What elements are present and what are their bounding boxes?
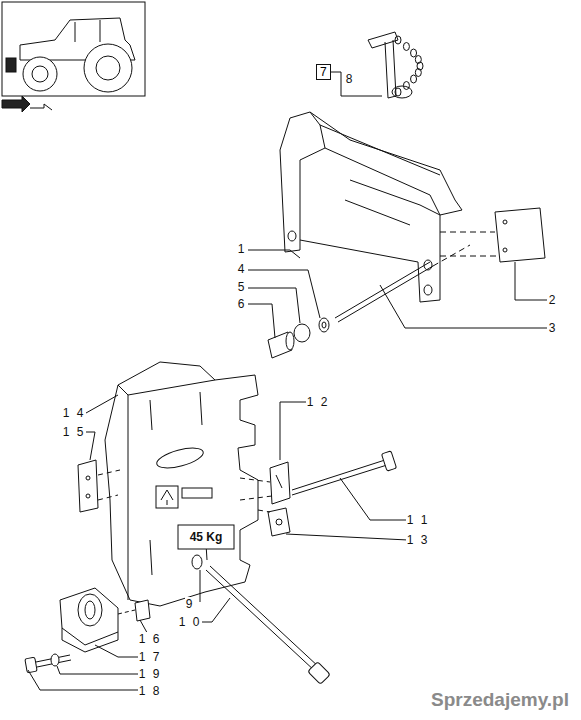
callout-number: 6	[237, 297, 248, 311]
callout-number: 9	[185, 597, 196, 611]
locking-plate	[78, 460, 120, 512]
callout-number: 1 2	[306, 395, 331, 409]
chain-link	[415, 69, 421, 77]
callout-number: 1 6	[138, 632, 163, 646]
side-plate	[440, 208, 545, 262]
callout-number: 7	[320, 65, 327, 79]
chain-link	[403, 43, 409, 51]
lynch-pin	[331, 32, 423, 98]
callout-box: 7	[316, 64, 331, 80]
chain-link	[395, 88, 401, 96]
towing-hook	[25, 588, 150, 673]
tractor-thumbnail	[2, 2, 145, 112]
callout-number: 1 5	[62, 425, 87, 439]
callout-number: 4	[237, 262, 248, 276]
callout-number: 8	[345, 72, 356, 86]
pin-assembly	[268, 245, 470, 358]
callout-number: 3	[548, 321, 559, 335]
callout-number: 1 7	[138, 650, 163, 664]
weight-carrier-bracket	[280, 112, 462, 302]
chain-link	[411, 75, 417, 83]
callout-number: 1	[237, 242, 248, 256]
callout-number: 1 8	[138, 684, 163, 698]
callout-number: 5	[237, 280, 248, 294]
bolt-assembly	[240, 451, 397, 536]
chain-link	[395, 36, 401, 44]
callout-number: 1 1	[406, 513, 431, 527]
watermark: Sprzedajemy.pl	[430, 693, 570, 707]
callout-number: 1 3	[406, 533, 431, 547]
long-bolt	[192, 555, 330, 684]
chain-link	[411, 49, 417, 57]
weight-plate-text: 45 Kg	[189, 530, 224, 544]
chain-link	[403, 82, 409, 90]
callout-number: 1 0	[178, 615, 203, 629]
front-weight	[105, 362, 258, 606]
leader-lines	[28, 250, 547, 690]
callout-number: 2	[548, 293, 559, 307]
callout-number: 1 4	[62, 406, 87, 420]
callout-number: 1 9	[138, 667, 163, 681]
